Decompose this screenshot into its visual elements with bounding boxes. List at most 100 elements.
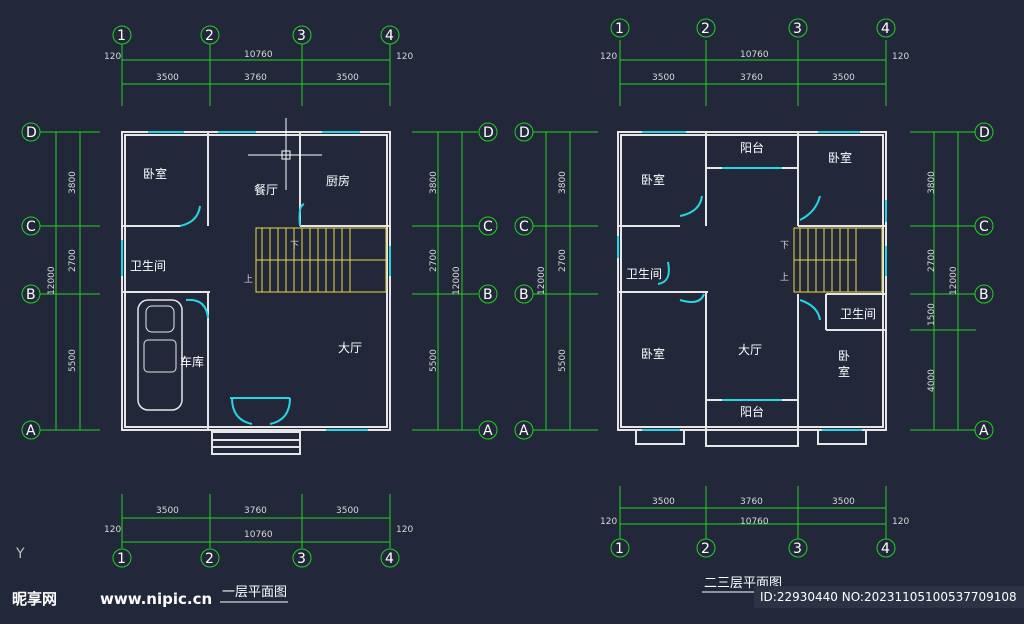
axis-bubble-A: A	[26, 423, 36, 439]
axis-bubble-2-p2: 2	[701, 21, 710, 37]
stair-mark-up-2: 上	[780, 272, 789, 283]
top-seg-3: 3500	[336, 73, 359, 83]
right-seg-3: 5500	[429, 349, 439, 372]
axis-bubble-B-right: B	[483, 287, 493, 303]
top-left-margin: 120	[104, 52, 121, 62]
room-balcony-bottom: 阳台	[740, 404, 764, 419]
top-dimension-line: 120 120 10760 3500 3760 3500 1 2 3 4	[104, 25, 413, 106]
axis-bubble-4-p2: 4	[881, 21, 890, 37]
bottom-total-2: 10760	[740, 517, 769, 527]
top-right-margin: 120	[396, 52, 413, 62]
cursor-crosshair-icon	[248, 118, 322, 190]
plan-first-floor: 120 120 10760 3500 3760 3500 1 2 3 4 350…	[21, 25, 498, 568]
left-dimension-line: 12000 3800 2700 5500 D C B A	[21, 122, 100, 440]
doors-first-floor	[179, 203, 305, 425]
room-bedroom-sw: 卧室	[641, 346, 665, 361]
bottom-left-margin-2: 120	[600, 517, 617, 527]
left-total: 12000	[47, 266, 57, 295]
axis-bubble-4b: 4	[385, 551, 394, 567]
right-dimension-line-2: 3800 2700 1500 4000 12000 D C B A	[910, 122, 994, 440]
room-bathroom-w: 卫生间	[626, 267, 662, 281]
right-dimension-line: 3800 2700 5500 12000 D C B A	[412, 122, 498, 440]
axis-bubble-D-right-p2: D	[979, 125, 990, 141]
axis-bubble-B: B	[26, 287, 36, 303]
right-seg-4-2: 4000	[927, 369, 937, 392]
stair-mark-down-2: 下	[780, 241, 789, 251]
top-right-margin-2: 120	[892, 52, 909, 62]
room-hall: 大厅	[338, 341, 362, 355]
bottom-seg-1: 3500	[156, 506, 179, 516]
plan-title-1: 一层平面图	[222, 585, 287, 600]
right-seg-2: 2700	[429, 249, 439, 272]
stair-first-floor: 下 上	[244, 227, 387, 293]
bottom-seg-3-2: 3500	[832, 497, 855, 507]
axis-bubble-3: 3	[297, 28, 306, 44]
plan-upper-floors: 120 120 10760 3500 3760 3500 1 2 3 4 350…	[514, 18, 994, 558]
axis-bubble-C-right-p2: C	[979, 219, 989, 235]
room-bedroom-se-1: 卧	[838, 349, 850, 363]
axis-bubble-3b-p2: 3	[793, 541, 802, 557]
id-stamp: ID:22930440 NO:20231105100537709108	[760, 590, 1017, 604]
stair-mark-up: 上	[244, 274, 253, 285]
svg-text:Y: Y	[15, 546, 25, 562]
room-bedroom-nw: 卧室	[641, 172, 665, 187]
top-total: 10760	[244, 50, 273, 60]
axis-bubble-B-right-p2: B	[979, 287, 989, 303]
right-seg-1-2: 3800	[927, 171, 937, 194]
axis-bubble-4b-p2: 4	[881, 541, 890, 557]
left-total-2: 12000	[537, 266, 547, 295]
axis-bubble-3-p2: 3	[793, 21, 802, 37]
left-seg-2: 2700	[68, 249, 78, 272]
axis-bubble-2b-p2: 2	[701, 541, 710, 557]
axis-bubble-3b: 3	[297, 551, 306, 567]
room-hall-2: 大厅	[738, 343, 762, 357]
axis-bubble-D: D	[26, 125, 37, 141]
axis-bubble-C-right: C	[483, 219, 493, 235]
top-left-margin-2: 120	[600, 52, 617, 62]
axis-bubble-C-p2: C	[519, 219, 529, 235]
axis-bubble-A-right-p2: A	[979, 423, 989, 439]
top-seg-1-2: 3500	[652, 73, 675, 83]
room-bedroom-se-2: 室	[838, 364, 850, 379]
left-seg-2-2: 2700	[558, 249, 568, 272]
bottom-seg-1-2: 3500	[652, 497, 675, 507]
bottom-seg-2: 3760	[244, 506, 267, 516]
top-seg-2: 3760	[244, 73, 267, 83]
windows-first-floor	[121, 131, 391, 431]
axis-bubble-A-p2: A	[519, 423, 529, 439]
axis-bubble-1-p2: 1	[615, 21, 624, 37]
axis-bubble-C: C	[26, 219, 36, 235]
ucs-axis-icon: Y	[15, 546, 25, 562]
top-dimension-line-2: 120 120 10760 3500 3760 3500 1 2 3 4	[600, 18, 909, 106]
left-seg-1: 3800	[68, 171, 78, 194]
right-total-2: 12000	[949, 266, 959, 295]
windows-upper-floors	[617, 131, 887, 431]
bottom-right-margin: 120	[396, 525, 413, 535]
top-seg-1: 3500	[156, 73, 179, 83]
stair-mark-down: 下	[290, 241, 299, 251]
bottom-right-margin-2: 120	[892, 517, 909, 527]
bottom-seg-3: 3500	[336, 506, 359, 516]
right-seg-3-2: 1500	[927, 303, 937, 326]
right-seg-2-2: 2700	[927, 249, 937, 272]
stair-upper-floors: 下 上	[780, 227, 883, 293]
axis-bubble-2: 2	[205, 28, 214, 44]
axis-bubble-4: 4	[385, 28, 394, 44]
room-kitchen: 厨房	[326, 173, 350, 188]
bottom-seg-2-2: 3760	[740, 497, 763, 507]
left-seg-3: 5500	[68, 349, 78, 372]
bottom-left-margin: 120	[104, 525, 121, 535]
bottom-total: 10760	[244, 530, 273, 540]
top-seg-3-2: 3500	[832, 73, 855, 83]
axis-bubble-B-p2: B	[519, 287, 529, 303]
bottom-dimension-line-2: 3500 3760 3500 10760 120 120 1 2 3 4	[600, 486, 909, 558]
room-bathroom-e: 卫生间	[840, 307, 876, 321]
watermark-brand: 昵享网	[12, 590, 57, 608]
axis-bubble-1: 1	[117, 28, 126, 44]
room-bedroom-1: 卧室	[143, 166, 167, 181]
axis-bubble-1b-p2: 1	[615, 541, 624, 557]
watermark-url: www.nipic.cn	[100, 590, 212, 608]
room-bedroom-ne: 卧室	[828, 150, 852, 165]
left-seg-3-2: 5500	[558, 349, 568, 372]
